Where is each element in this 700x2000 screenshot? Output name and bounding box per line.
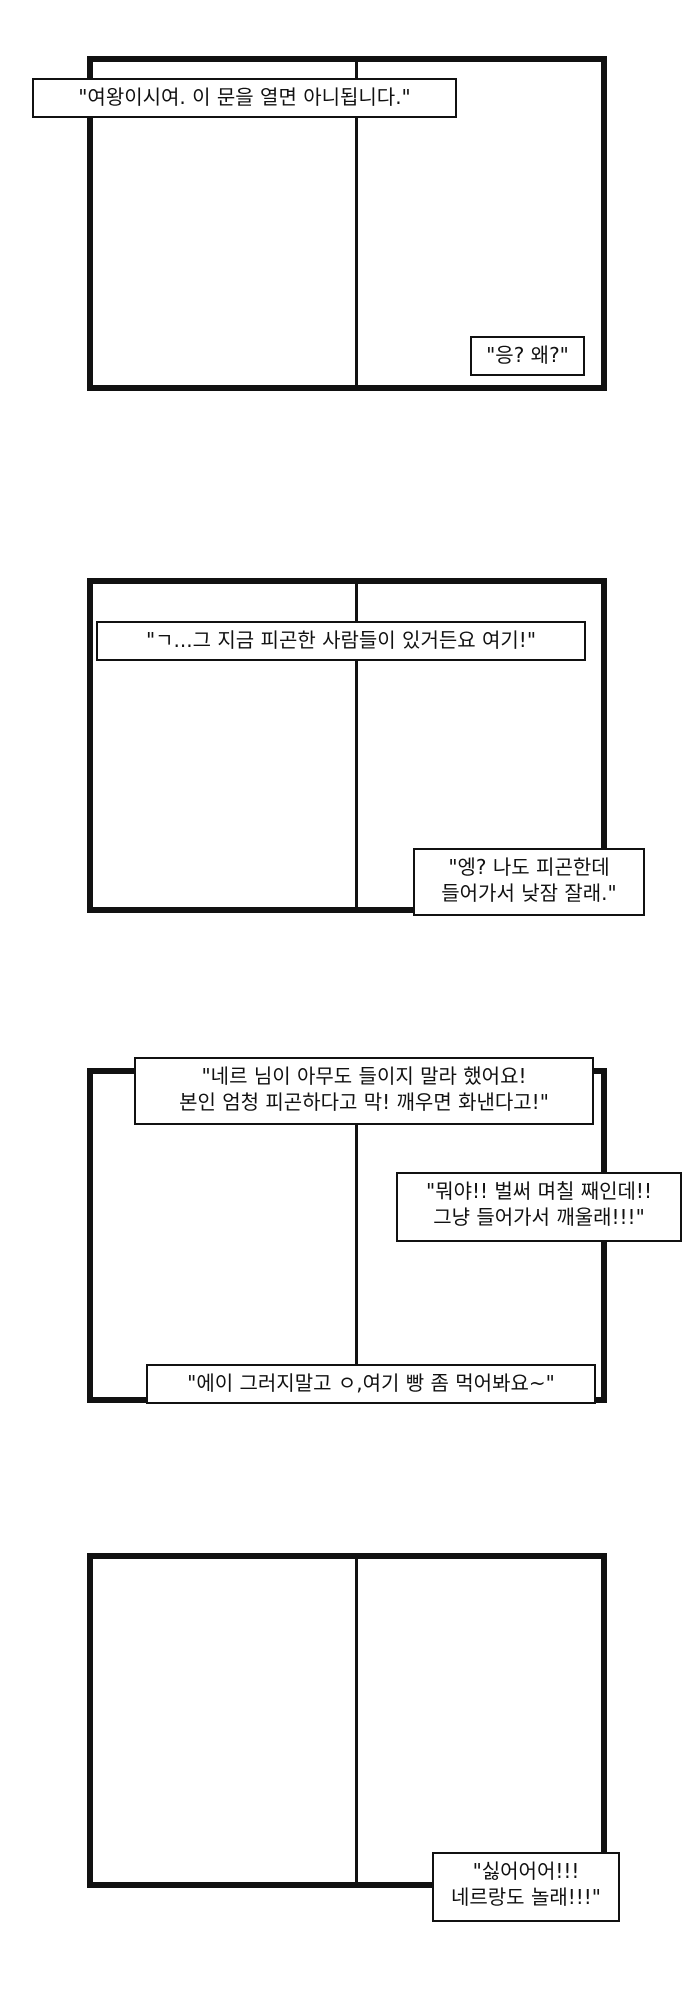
door-split-line (355, 584, 358, 907)
speech-bubble: "싫어어어!!! 네르랑도 놀래!!!" (432, 1852, 620, 1922)
speech-bubble: "응? 왜?" (470, 336, 585, 376)
speech-bubble: "여왕이시여. 이 문을 열면 아니됩니다." (32, 78, 457, 118)
speech-bubble: "엥? 나도 피곤한데 들어가서 낮잠 잘래." (413, 848, 645, 916)
speech-bubble: "네르 님이 아무도 들이지 말라 했어요! 본인 엄청 피곤하다고 막! 깨우… (134, 1057, 594, 1125)
speech-bubble: "뭐야!! 벌써 며칠 째인데!! 그냥 들어가서 깨울래!!!" (396, 1172, 682, 1242)
door-split-line (355, 1559, 358, 1882)
speech-bubble: "ㄱ...그 지금 피곤한 사람들이 있거든요 여기!" (96, 621, 586, 661)
comic-panel-4 (87, 1553, 607, 1888)
speech-bubble: "에이 그러지말고 ㅇ,여기 빵 좀 먹어봐요~" (146, 1364, 596, 1404)
door-split-line (355, 62, 358, 385)
door-split-line (355, 1074, 358, 1397)
